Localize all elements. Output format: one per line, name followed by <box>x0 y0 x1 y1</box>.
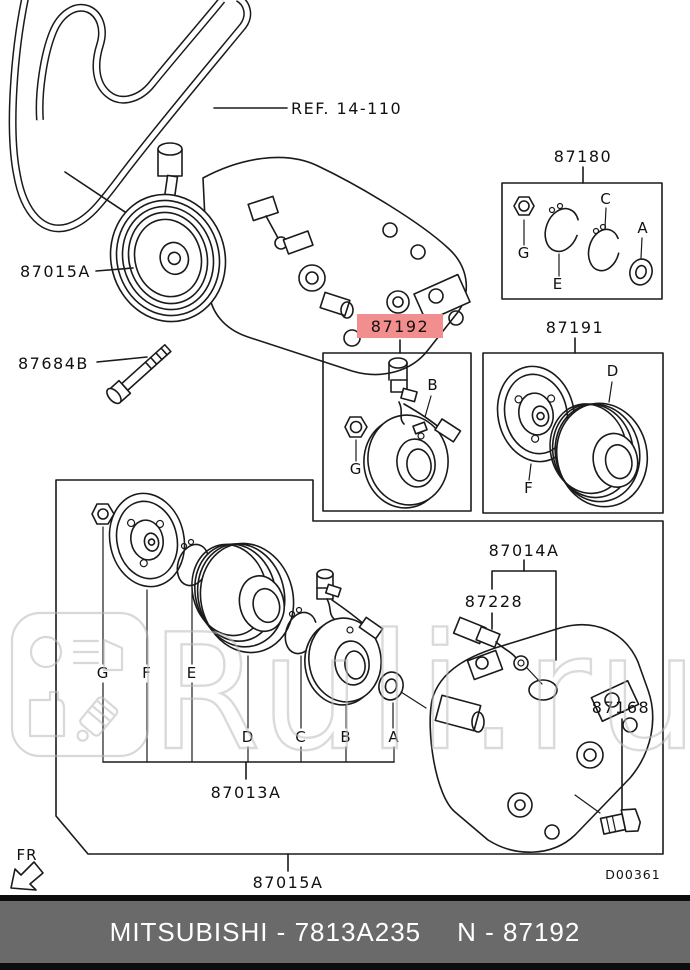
pulley-kit-part-f: F <box>524 479 534 497</box>
clutch-kit-code[interactable]: 87013A <box>211 783 282 802</box>
pulley-kit-code[interactable]: 87191 <box>546 318 604 337</box>
bottom-assy-text[interactable]: 87015A <box>253 873 324 892</box>
footer-bar: MITSUBISHI - 7813A235 N - 87192 <box>0 895 690 970</box>
watermark: Ruli.ru <box>10 598 690 787</box>
coil-kit-highlight <box>357 314 443 338</box>
pulley-kit-part-d: D <box>607 362 620 380</box>
watermark-headlight-icon <box>29 635 63 669</box>
clutch-coil-drawing <box>363 357 462 509</box>
belt-ref-text[interactable]: REF. 14-110 <box>291 99 402 118</box>
watermark-oil-can-icon <box>28 690 66 738</box>
bolt-label[interactable]: 87684B <box>18 354 148 373</box>
watermark-text: Ruli.ru <box>150 599 690 786</box>
seal-kit-part-c: C <box>600 190 611 208</box>
plug-drawing <box>574 794 642 835</box>
bottom-assy-label[interactable]: 87015A <box>253 853 324 892</box>
main-pulley <box>109 193 227 323</box>
front-marker-text: FR <box>16 846 37 864</box>
plug-code[interactable]: 87168 <box>592 698 650 717</box>
watermark-door-icon <box>102 638 124 672</box>
compressor-body-drawing <box>429 624 654 853</box>
coil-kit-part-g: G <box>350 460 363 478</box>
coil-kit-part-b: B <box>427 376 438 394</box>
compressor-assy-text-top[interactable]: 87015A <box>20 262 91 281</box>
belt-ref-label[interactable]: REF. 14-110 <box>213 99 402 118</box>
sensor-drawing <box>452 616 543 685</box>
clutch-kit-part-e: E <box>187 664 197 682</box>
clutch-kit-part-g: G <box>97 664 110 682</box>
sensor-code[interactable]: 87228 <box>465 592 523 611</box>
clutch-kit-part-d: D <box>242 728 255 746</box>
drawing-number: D00361 <box>605 867 660 882</box>
clutch-kit-part-b: B <box>340 728 351 746</box>
footer-brand-part: MITSUBISHI - 7813A235 <box>109 916 422 947</box>
seal-kit-part-a: A <box>637 219 648 237</box>
watermark-shock-icon <box>76 696 119 742</box>
seal-kit-part-e: E <box>553 275 563 293</box>
seal-kit-part-g: G <box>518 244 531 262</box>
compressor-assy-label-top[interactable]: 87015A <box>20 262 134 281</box>
parts-diagram-canvas: REF. 14-110 <box>8 0 690 892</box>
footer-catalog-ref: N - 87192 <box>457 916 581 947</box>
watermark-bars-icon <box>72 639 100 665</box>
compressor-unit-code[interactable]: 87014A <box>489 541 560 560</box>
clutch-kit-part-a: A <box>388 728 399 746</box>
clutch-kit-part-c: C <box>295 728 306 746</box>
clutch-kit-coil-drawing <box>304 568 384 706</box>
mount-bolt-drawing <box>106 344 172 405</box>
clutch-kit-box: G F E D <box>55 479 664 882</box>
pulley-kit-box: 87191 F D <box>482 318 664 514</box>
seal-kit-code[interactable]: 87180 <box>554 147 612 166</box>
seal-kit-box: 87180 G E C A <box>501 147 663 300</box>
bolt-text[interactable]: 87684B <box>18 354 89 373</box>
drive-belt-drawing <box>8 0 252 233</box>
coil-kit-code[interactable]: 87192 <box>371 317 429 336</box>
compressor-assembly-drawing <box>109 142 471 376</box>
front-direction-marker: FR <box>10 846 44 891</box>
pulley-drawing <box>549 402 649 508</box>
front-arrow-icon <box>10 861 44 891</box>
clutch-kit-part-f: F <box>142 664 152 682</box>
coil-kit-box: 87192 G B <box>322 314 472 512</box>
